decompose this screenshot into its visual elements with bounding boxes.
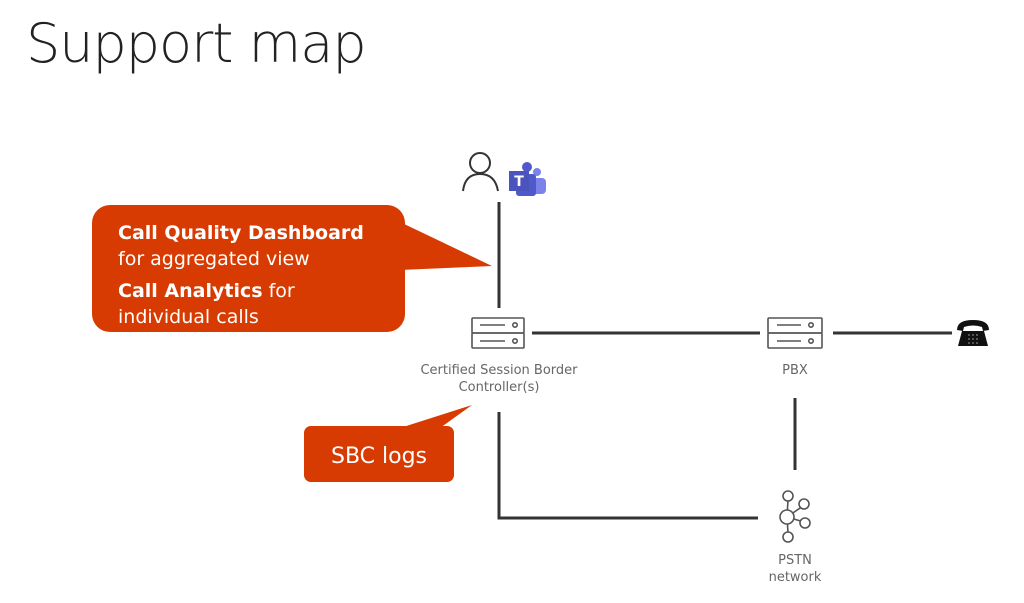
sbc-server-icon [471, 317, 525, 349]
aggregated-view-text: for aggregated view [118, 248, 310, 270]
sbc-logs-callout-shape [304, 405, 472, 482]
sbc-to-pstn-line [497, 412, 758, 520]
svg-text:T: T [514, 174, 524, 190]
call-analytics-text: Call Analytics [118, 280, 263, 302]
pstn-label: PSTN network [755, 552, 835, 586]
slide-title: Support map [26, 12, 367, 75]
teams-icon: T [509, 162, 546, 196]
call-analytics-for-text: for [262, 280, 295, 302]
pbx-server-icon [767, 317, 823, 349]
individual-calls-text: individual calls [118, 306, 259, 328]
pstn-label-line2: network [768, 570, 822, 585]
network-icon [779, 490, 811, 543]
sbc-label-line1: Certified Session Border [420, 363, 578, 378]
sbc-label-line2: Controller(s) [458, 380, 540, 395]
telephone-icon [957, 320, 989, 346]
quality-callout: Call Quality Dashboard for aggregated vi… [118, 220, 364, 330]
call-quality-dashboard-text: Call Quality Dashboard [118, 222, 364, 244]
sbc-logs-callout: SBC logs [330, 443, 428, 469]
pbx-label: PBX [782, 363, 808, 378]
sbc-label: Certified Session Border Controller(s) [406, 362, 592, 396]
pstn-label-line1: PSTN [778, 553, 812, 568]
user-icon [462, 152, 499, 192]
quality-callout-shape [92, 205, 492, 332]
